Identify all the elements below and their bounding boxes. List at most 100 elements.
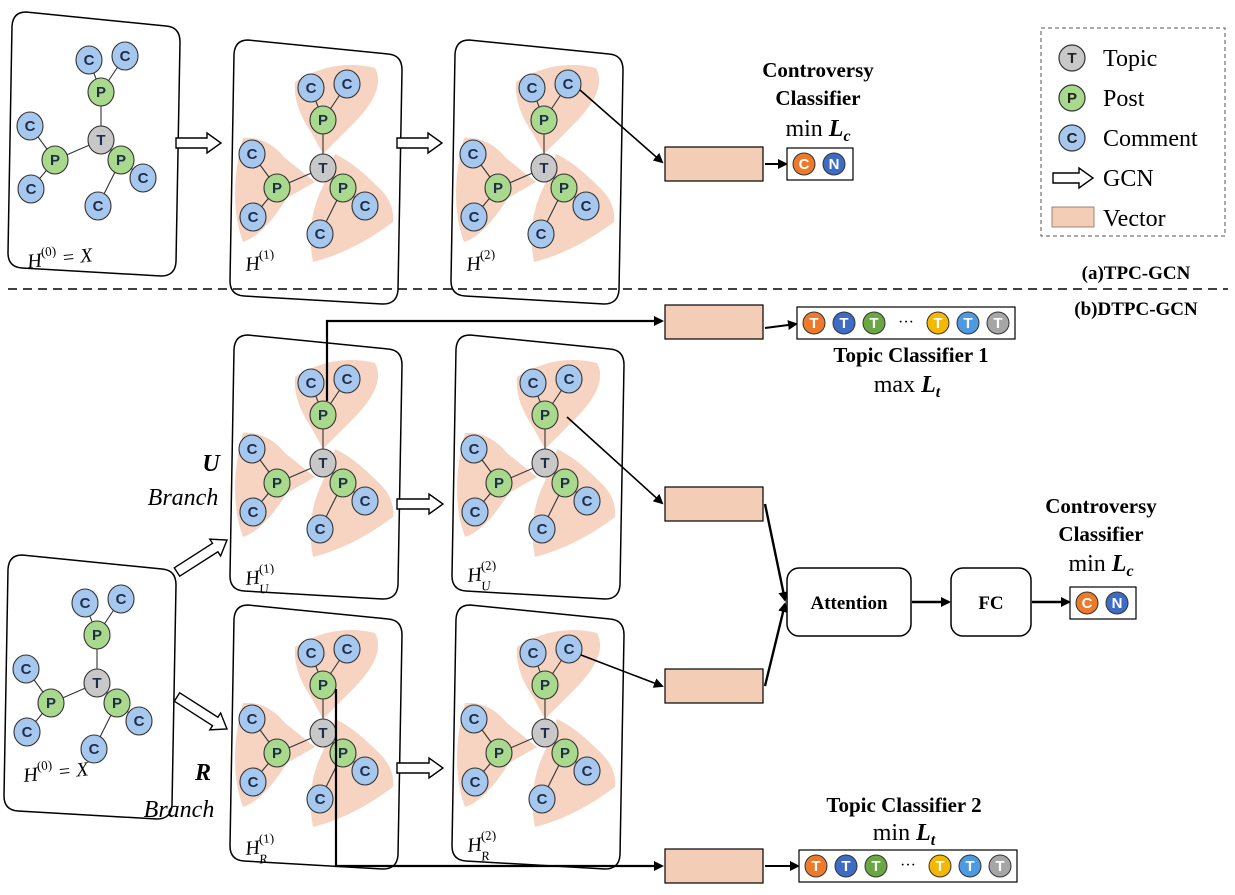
arrow-topic-1-vector-to-output xyxy=(764,320,798,330)
b-controversy-title-2: Classifier xyxy=(1058,522,1143,546)
legend: T Topic P Post C Comment GCN Vector xyxy=(1040,27,1226,237)
post-node-letter: P xyxy=(338,475,348,492)
r-branch-word: Branch xyxy=(144,797,215,823)
comment-node: C xyxy=(16,111,44,141)
comment-node: C xyxy=(460,434,488,464)
vector-r xyxy=(664,668,764,704)
comment-node-letter: C xyxy=(21,661,32,678)
comment-node-letter: C xyxy=(342,641,353,658)
comment-node: C xyxy=(297,73,325,103)
topic-circle-letter: T xyxy=(809,315,818,332)
topic-circle-letter: T xyxy=(935,858,944,875)
post-node-letter: P xyxy=(46,695,56,712)
post-node-letter: P xyxy=(539,112,549,129)
comment-node: C xyxy=(519,368,547,398)
comment-node: C xyxy=(351,486,379,516)
label-a-h2: H(2) xyxy=(464,246,497,276)
comment-node: C xyxy=(297,368,325,398)
post-node-letter: P xyxy=(318,112,328,129)
comment-node: C xyxy=(238,139,266,169)
b-controversy-title-1: Controversy xyxy=(1045,494,1157,518)
comment-node-letter: C xyxy=(80,595,91,612)
comment-node: C xyxy=(351,191,379,221)
vector-topic-2 xyxy=(664,848,764,884)
post-node: P xyxy=(309,670,337,700)
vector-a xyxy=(664,146,764,182)
topic-node: T xyxy=(83,668,111,698)
legend-comment-letter: C xyxy=(1067,130,1078,147)
comment-node: C xyxy=(351,756,379,786)
attention-block: Attention xyxy=(786,567,912,637)
arrow-r-vector-to-attention xyxy=(763,602,788,687)
topic-ellipsis: ··· xyxy=(900,857,916,874)
topic-circle: T xyxy=(928,854,952,878)
post-node: P xyxy=(329,173,357,203)
topic-circle: T xyxy=(864,854,888,878)
comment-node-letter: C xyxy=(120,48,131,65)
post-node-letter: P xyxy=(540,407,550,424)
topic-classifier-1-loss: max Lt xyxy=(874,372,941,401)
arrow-r2-to-vector xyxy=(580,654,664,688)
comment-node-letter: C xyxy=(25,118,36,135)
gcn-arrows xyxy=(173,131,445,780)
comment-node-letter: C xyxy=(469,441,480,458)
u-branch-word: Branch xyxy=(148,485,219,511)
comment-node: C xyxy=(461,497,489,527)
topic-circle-letter: T xyxy=(839,315,848,332)
comment-node: C xyxy=(239,202,267,232)
connection-arrows xyxy=(325,89,1071,871)
topic-node-letter: T xyxy=(318,725,327,742)
controversy-label-circle-letter: C xyxy=(799,156,810,173)
comment-node-letter: C xyxy=(360,198,371,215)
legend-gcn-arrow-icon xyxy=(1052,166,1095,190)
post-node-letter: P xyxy=(540,677,550,694)
comment-node-letter: C xyxy=(84,52,95,69)
topic-node: T xyxy=(309,448,337,478)
topic-node: T xyxy=(531,448,559,478)
comment-node-letter: C xyxy=(582,493,593,510)
comment-node: C xyxy=(333,634,361,664)
topic-node-letter: T xyxy=(318,455,327,472)
post-node-letter: P xyxy=(338,180,348,197)
post-node-letter: P xyxy=(318,677,328,694)
b-controversy-loss: min Lc xyxy=(1068,551,1133,580)
topic-circle: T xyxy=(958,854,982,878)
topic-circle-letter: T xyxy=(993,315,1002,332)
comment-node-letter: C xyxy=(536,226,547,243)
post-node: P xyxy=(103,688,131,718)
comment-node-letter: C xyxy=(469,209,480,226)
post-node: P xyxy=(329,468,357,498)
comment-node: C xyxy=(75,45,103,75)
topic-circle: T xyxy=(862,311,886,335)
topic-node: T xyxy=(531,718,559,748)
legend-vector-label: Vector xyxy=(1103,206,1166,232)
legend-post-label: Post xyxy=(1103,86,1145,112)
comment-node-letter: C xyxy=(138,170,149,187)
comment-node-letter: C xyxy=(248,504,259,521)
comment-node: C xyxy=(13,717,41,747)
comment-node: C xyxy=(12,654,40,684)
post-node: P xyxy=(329,738,357,768)
non-controversy-label-circle: N xyxy=(1105,591,1129,615)
vector-u xyxy=(664,486,764,522)
legend-post-icon: P xyxy=(1058,84,1086,112)
a-classifier-loss: min Lc xyxy=(785,116,850,145)
comment-node-letter: C xyxy=(116,591,127,608)
legend-topic-label: Topic xyxy=(1103,46,1157,72)
label-b-h0: H(0) = X xyxy=(21,753,91,787)
label-a-h1: H(1) xyxy=(243,246,276,276)
label-u-h1: H(1)U xyxy=(243,560,277,598)
comment-node-letter: C xyxy=(582,763,593,780)
post-node: P xyxy=(107,145,135,175)
comment-node-letter: C xyxy=(527,80,538,97)
topic-node: T xyxy=(87,125,115,155)
comment-node-letter: C xyxy=(470,774,481,791)
topic-node: T xyxy=(309,718,337,748)
